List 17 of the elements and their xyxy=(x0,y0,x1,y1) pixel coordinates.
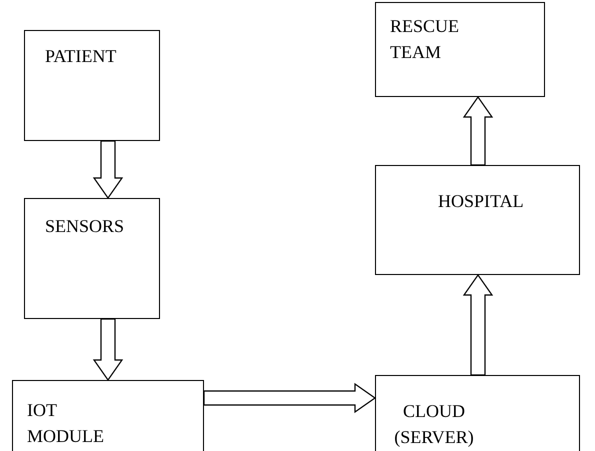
process-box xyxy=(375,375,580,451)
box-label: IOT MODULE xyxy=(27,399,105,448)
block-arrow xyxy=(462,274,494,376)
box-label: RESCUE TEAM xyxy=(390,15,460,64)
process-box xyxy=(375,165,580,275)
box-label: PATIENT xyxy=(45,45,118,68)
process-box xyxy=(375,2,545,97)
box-label: HOSPITAL xyxy=(438,190,525,213)
block-arrow xyxy=(92,140,124,200)
process-box xyxy=(12,380,204,451)
block-arrow xyxy=(462,96,494,166)
process-box xyxy=(24,198,160,319)
box-label: CLOUD (SERVER) xyxy=(393,400,475,449)
block-arrow xyxy=(92,318,124,382)
process-box xyxy=(24,30,160,141)
block-arrow xyxy=(203,382,376,414)
box-label: SENSORS xyxy=(45,215,126,238)
